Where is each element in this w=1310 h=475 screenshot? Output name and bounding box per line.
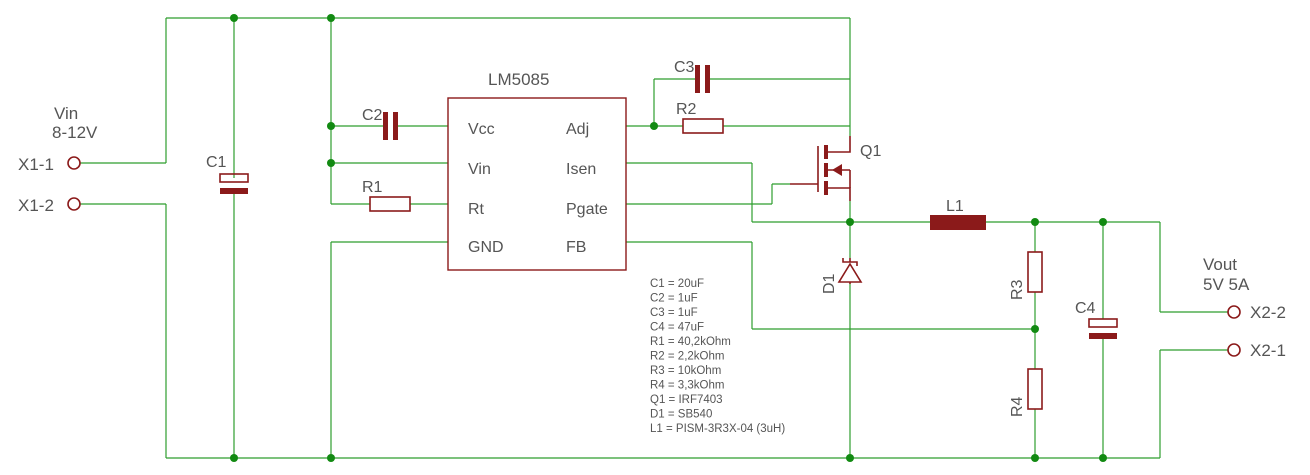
terminal-label-x1-2: X1-2 [18, 196, 54, 215]
resistor-r3 [1027, 251, 1043, 293]
ic-pin-pgate: Pgate [566, 201, 608, 218]
ref-c4: C4 [1075, 300, 1096, 317]
capacitor-c1 [219, 173, 249, 194]
ic-pin-vcc: Vcc [468, 121, 495, 138]
terminal-x2-1 [1227, 343, 1241, 357]
bom-line: R1 = 40,2kOhm [650, 336, 731, 348]
junction [650, 122, 658, 130]
resistor-r1 [369, 196, 411, 212]
resistor-r4 [1027, 368, 1043, 410]
ic-pin-rt: Rt [468, 201, 485, 218]
ic-pin-adj: Adj [566, 121, 589, 138]
junction [1031, 325, 1039, 333]
bom-line: L1 = PISM-3R3X-04 (3uH) [650, 423, 785, 435]
bom-line: Q1 = IRF7403 [650, 394, 723, 406]
ref-r2: R2 [676, 101, 697, 118]
bom-line: R4 = 3,3kOhm [650, 380, 724, 392]
wires [80, 17, 1228, 459]
terminal-x1-1 [67, 156, 81, 170]
ic-pin-vin: Vin [468, 161, 491, 178]
junction [1031, 454, 1039, 462]
bom-list: C1 = 20uF C2 = 1uF C3 = 1uF C4 = 47uF R1… [650, 278, 785, 435]
ref-d1: D1 [821, 273, 838, 294]
terminal-x1-2 [67, 197, 81, 211]
junction [1099, 218, 1107, 226]
junction [1031, 218, 1039, 226]
ref-c2: C2 [362, 107, 383, 124]
terminal-label-x2-2: X2-2 [1250, 303, 1286, 322]
bom-line: D1 = SB540 [650, 409, 712, 421]
junction [327, 14, 335, 22]
bom-line: C1 = 20uF [650, 278, 704, 290]
resistor-r2 [682, 118, 724, 134]
terminal-label-x2-1: X2-1 [1250, 341, 1286, 360]
ref-r3: R3 [1009, 279, 1026, 300]
ref-r4: R4 [1009, 396, 1026, 417]
junction [846, 218, 854, 226]
junction [846, 454, 854, 462]
junction [327, 122, 335, 130]
ref-c1: C1 [206, 154, 227, 171]
mosfet-q1 [790, 136, 851, 201]
input-range-label: 8-12V [52, 123, 98, 142]
ic-body [447, 97, 627, 271]
inductor-l1 [930, 215, 986, 230]
terminal-label-x1-1: X1-1 [18, 155, 54, 174]
ic-name: LM5085 [488, 70, 549, 89]
junction [230, 454, 238, 462]
junction [327, 454, 335, 462]
ic-pin-gnd: GND [468, 239, 504, 256]
ref-l1: L1 [946, 198, 964, 215]
junction [1099, 454, 1107, 462]
junction [327, 159, 335, 167]
junctions [230, 14, 1107, 462]
labels: Vin 8-12V X1-1 X1-2 Vout 5V 5A X2-2 X2-1… [18, 59, 1286, 435]
diode-d1 [837, 258, 863, 284]
output-rating-label: 5V 5A [1203, 275, 1250, 294]
ref-c3: C3 [674, 59, 695, 76]
terminals [67, 156, 1241, 357]
bom-line: R2 = 2,2kOhm [650, 351, 724, 363]
junction [230, 14, 238, 22]
bom-line: C2 = 1uF [650, 293, 698, 305]
output-label: Vout [1203, 255, 1237, 274]
capacitor-c4 [1088, 318, 1118, 339]
ref-r1: R1 [362, 179, 383, 196]
input-label: Vin [54, 104, 78, 123]
bom-line: R3 = 10kOhm [650, 365, 721, 377]
bom-line: C4 = 47uF [650, 322, 704, 334]
ref-q1: Q1 [860, 143, 881, 160]
bom-line: C3 = 1uF [650, 307, 698, 319]
terminal-x2-2 [1227, 305, 1241, 319]
capacitor-c3 [695, 65, 710, 93]
capacitor-c2 [383, 112, 398, 140]
ic-pin-isen: Isen [566, 161, 596, 178]
ic-pin-fb: FB [566, 239, 586, 256]
